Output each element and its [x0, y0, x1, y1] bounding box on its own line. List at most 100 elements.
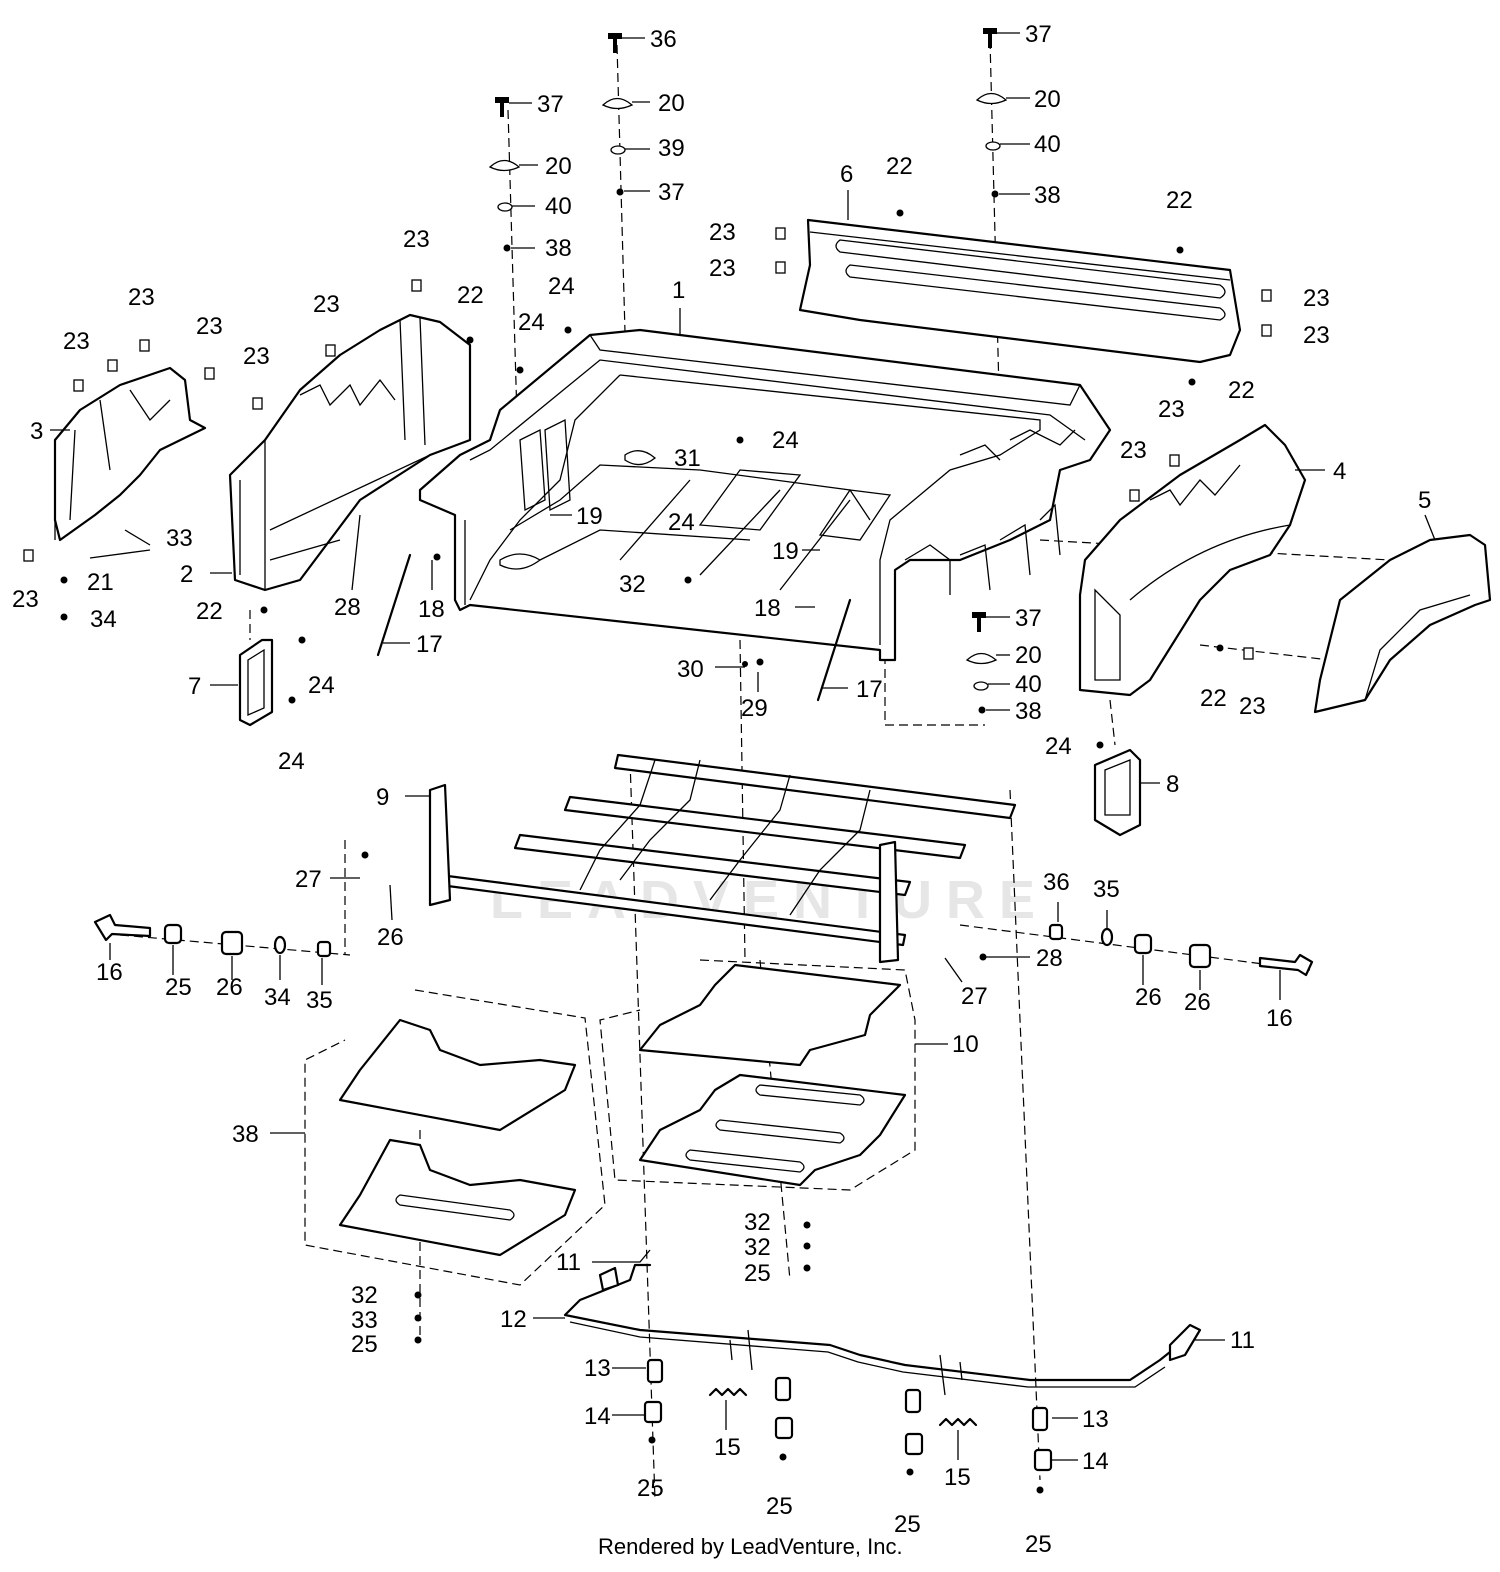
callout: 27 — [295, 866, 322, 893]
callout: 24 — [548, 273, 575, 300]
callout: 3 — [30, 418, 43, 445]
callout: 15 — [944, 1464, 971, 1491]
callout: 22 — [196, 598, 223, 625]
support-struts — [376, 553, 852, 702]
callout: 7 — [188, 673, 201, 700]
callout: 23 — [1120, 437, 1147, 464]
callout: 26 — [1184, 989, 1211, 1016]
callout: 14 — [1082, 1448, 1109, 1475]
callout: 32 — [351, 1282, 378, 1309]
callout: 33 — [351, 1307, 378, 1334]
latch-rod — [563, 1263, 1187, 1388]
callout: 20 — [545, 153, 572, 180]
callout: 10 — [952, 1031, 979, 1058]
latch-handles — [598, 1266, 1202, 1362]
callout: 13 — [1082, 1406, 1109, 1433]
right-bed-side — [1078, 423, 1307, 697]
cargo-bed-tub — [418, 328, 1112, 662]
latch-hardware — [643, 1329, 1053, 1472]
callout: 5 — [1418, 487, 1431, 514]
right-pivot-hardware — [1048, 923, 1314, 977]
callout: 19 — [772, 538, 799, 565]
callout: 23 — [243, 343, 270, 370]
callout: 38 — [1015, 698, 1042, 725]
callout: 37 — [1025, 21, 1052, 48]
callout: 23 — [1239, 693, 1266, 720]
callout: 31 — [674, 445, 701, 472]
callout: 23 — [1303, 322, 1330, 349]
skid-plate-assembly — [638, 963, 907, 1187]
right-hinge-bracket — [1093, 748, 1142, 837]
callout: 25 — [766, 1493, 793, 1520]
callout: 40 — [1034, 131, 1061, 158]
callout: 18 — [754, 595, 781, 622]
callout: 20 — [658, 90, 685, 117]
callout: 27 — [961, 983, 988, 1010]
left-pivot-hardware — [93, 913, 332, 958]
callout: 38 — [1034, 182, 1061, 209]
left-fender-flare — [53, 366, 207, 542]
callout: 4 — [1333, 458, 1346, 485]
left-bed-side — [228, 313, 472, 592]
callout: 25 — [1025, 1531, 1052, 1558]
callout: 32 — [619, 571, 646, 598]
callout: 23 — [63, 328, 90, 355]
callout: 23 — [709, 255, 736, 282]
callout: 22 — [886, 153, 913, 180]
callout: 26 — [1135, 984, 1162, 1011]
callout: 22 — [1200, 685, 1227, 712]
callout: 25 — [351, 1331, 378, 1358]
group-outlines — [304, 959, 916, 1286]
callout: 6 — [840, 161, 853, 188]
callout: 24 — [772, 427, 799, 454]
callout: 11 — [1230, 1327, 1255, 1354]
callout: 22 — [1228, 377, 1255, 404]
callout: 37 — [1015, 605, 1042, 632]
callout: 16 — [1266, 1005, 1293, 1032]
callout: 38 — [232, 1121, 259, 1148]
callout: 32 — [744, 1209, 771, 1236]
callout: 22 — [1166, 187, 1193, 214]
callout: 36 — [1043, 869, 1070, 896]
bed-subframe — [428, 753, 1017, 964]
callout: 24 — [278, 748, 305, 775]
callout: 40 — [545, 193, 572, 220]
callout: 23 — [403, 226, 430, 253]
callout: 12 — [500, 1306, 527, 1333]
callout: 38 — [545, 235, 572, 262]
rub-plate-assembly — [338, 1018, 577, 1257]
callout: 11 — [556, 1249, 581, 1276]
callout: 23 — [1303, 285, 1330, 312]
callout: 28 — [1036, 945, 1063, 972]
callout: 9 — [376, 784, 389, 811]
callout: 8 — [1166, 771, 1179, 798]
fasteners — [23, 28, 1272, 1494]
callout: 26 — [216, 974, 243, 1001]
callout: 39 — [658, 135, 685, 162]
callout: 36 — [650, 26, 677, 53]
callout: 24 — [308, 672, 335, 699]
callout: 17 — [416, 631, 443, 658]
callout: 23 — [12, 586, 39, 613]
callout: 35 — [306, 987, 333, 1014]
callout: 28 — [334, 594, 361, 621]
callout: 23 — [128, 284, 155, 311]
callout: 24 — [668, 509, 695, 536]
render-credit: Rendered by LeadVenture, Inc. — [598, 1534, 903, 1559]
callout: 24 — [1045, 733, 1072, 760]
callout: 18 — [418, 596, 445, 623]
callout: 37 — [658, 179, 685, 206]
callout: 15 — [714, 1434, 741, 1461]
right-fender-flare — [1313, 533, 1492, 714]
callout: 33 — [166, 525, 193, 552]
callout: 37 — [537, 91, 564, 118]
callout: 21 — [87, 569, 114, 596]
callout: 19 — [576, 503, 603, 530]
callout: 34 — [90, 606, 117, 633]
callout: 1 — [672, 277, 685, 304]
callout: 17 — [856, 676, 883, 703]
callout: 25 — [894, 1511, 921, 1538]
callout: 13 — [584, 1355, 611, 1382]
callout: 25 — [165, 974, 192, 1001]
